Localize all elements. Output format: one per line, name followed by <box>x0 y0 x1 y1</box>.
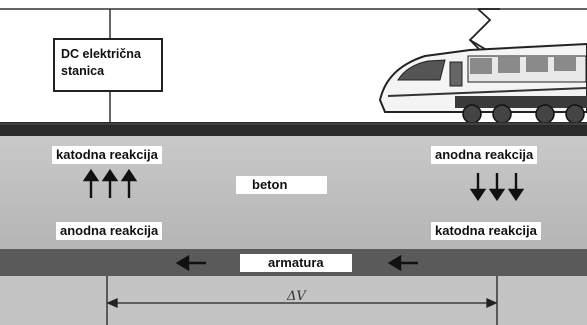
dc-station-label: DC električna stanica <box>61 46 141 80</box>
arrow-down-icon <box>469 173 525 202</box>
cathodic-reaction-label-top: katodna reakcija <box>52 146 162 164</box>
rail <box>0 122 587 136</box>
arrow-left-icon <box>175 254 418 272</box>
potential-difference-label: ΔV <box>287 289 306 304</box>
rebar-label: armatura <box>240 254 352 272</box>
arrow-up-icon <box>82 168 138 198</box>
dc-station-label-line1: DC električna <box>61 47 141 61</box>
anodic-reaction-label-bottom: anodna reakcija <box>56 222 163 240</box>
potential-difference-dimension <box>106 276 498 325</box>
concrete-label: beton <box>236 176 328 194</box>
train <box>378 42 587 124</box>
dc-station-box: DC električna stanica <box>53 38 163 92</box>
cathodic-reaction-label-bottom: katodna reakcija <box>431 222 541 240</box>
anodic-reaction-label-top: anodna reakcija <box>431 146 538 164</box>
dc-station-label-line2: stanica <box>61 64 105 78</box>
